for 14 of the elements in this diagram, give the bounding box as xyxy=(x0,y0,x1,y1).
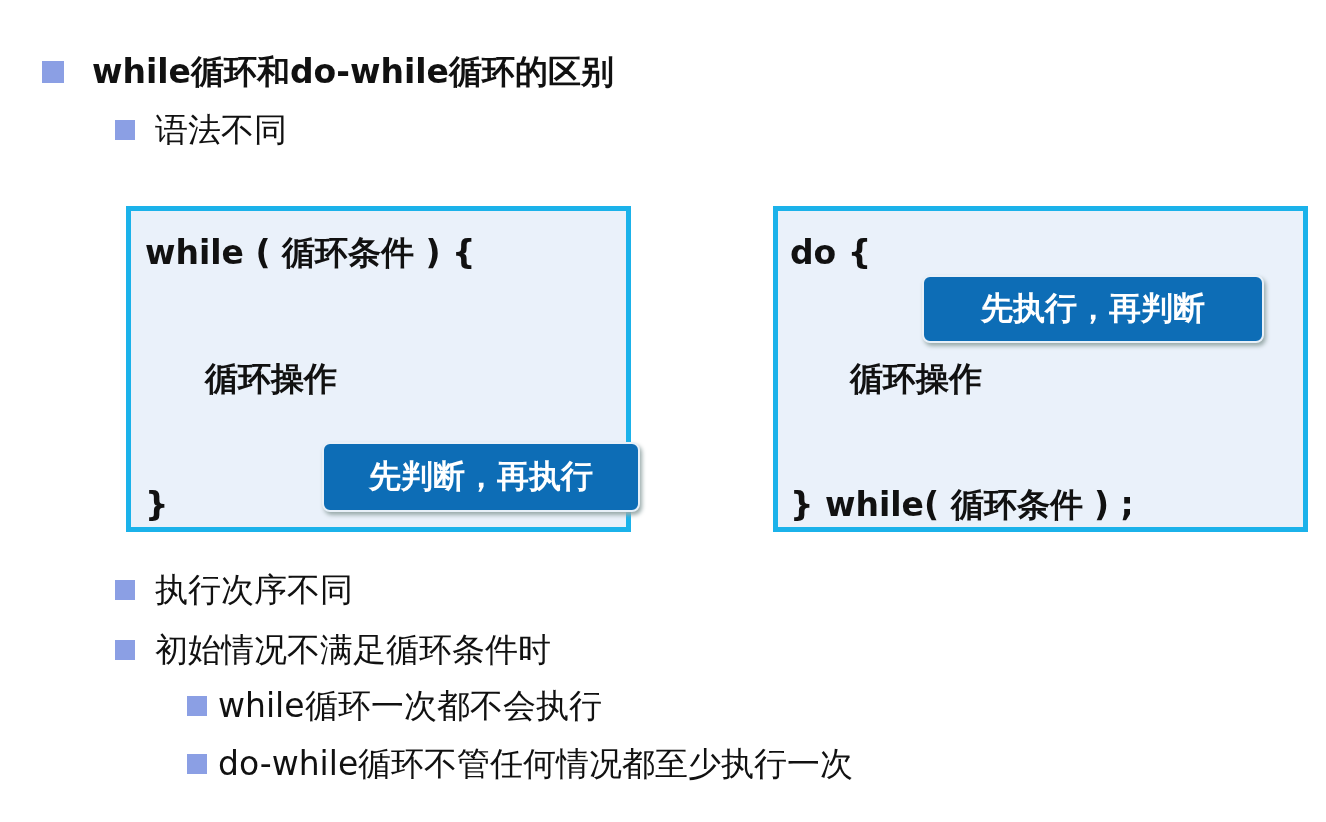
code-box xyxy=(773,206,1308,532)
code-line: 循环操作 xyxy=(850,359,982,399)
bullet-text: 执行次序不同 xyxy=(155,570,353,610)
code-line: do { xyxy=(790,233,872,273)
bullet-text: 初始情况不满足循环条件时 xyxy=(155,630,551,670)
bullet-text: do-while循环不管任何情况都至少执行一次 xyxy=(218,744,854,784)
code-line: } xyxy=(145,485,169,525)
callout-tooltip: 先执行，再判断 xyxy=(922,275,1264,343)
bullet-text: 语法不同 xyxy=(155,110,287,150)
bullet-text: while循环一次都不会执行 xyxy=(218,686,602,726)
heading: while循环和do-while循环的区别 xyxy=(92,52,614,92)
code-line: 循环操作 xyxy=(205,359,337,399)
code-line: while ( 循环条件 ) { xyxy=(145,233,476,273)
code-line: } while( 循环条件 ) ; xyxy=(790,485,1134,525)
